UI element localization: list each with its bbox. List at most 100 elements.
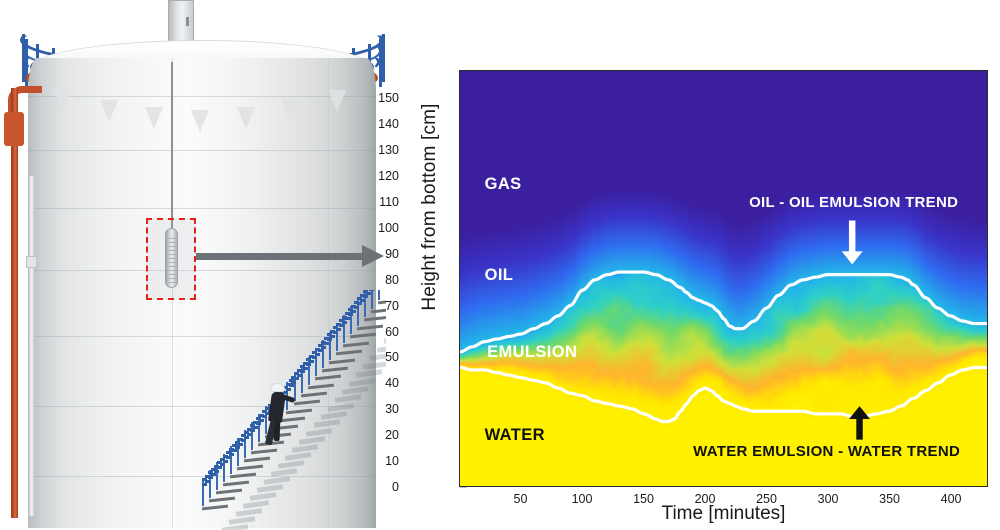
y-tick-label: 60 [385,324,399,339]
stair-handrail-segment [303,366,309,370]
stair-handrail-segment [309,354,315,358]
stair-handrail-segment [312,351,318,355]
stair-handrail-segment [202,478,207,481]
y-tick-label: 30 [385,402,399,417]
stair-handrail-segment [306,358,312,362]
stair-tread [208,496,236,503]
stair-baluster [328,331,331,360]
y-tick-label: 120 [378,169,399,184]
stair-handrail-segment [315,347,321,351]
stair-tread [335,349,362,356]
stair-handrail-segment [354,301,360,305]
stair-handrail-segment [369,290,375,291]
stair-handrail-segment [297,373,303,377]
region-label-oil: OIL [484,265,514,284]
stair-handrail-segment [321,340,327,344]
stair-handrail-segment [264,411,270,415]
stair-tread [321,366,348,373]
stair-handrail-segment [258,413,264,417]
stair-handrail-segment [315,352,321,356]
stair-handrail-segment [222,454,228,458]
stair-handrail-segment [363,295,369,299]
stair-baluster [342,314,345,343]
spiral-staircase [196,290,386,530]
stair-handrail-segment [234,441,240,445]
stair-handrail-segment [288,384,294,388]
region-label-gas: GAS [484,174,522,193]
sensor-highlight-box [146,218,196,300]
y-tick-label: 10 [385,454,399,469]
y-tick-label: 40 [385,376,399,391]
stair-shadow [228,516,256,525]
tank-shell [28,58,376,528]
stair-tread [293,400,320,406]
y-tick-label: 50 [385,350,399,365]
wind-girder-bracket [328,89,347,112]
stair-handrail-segment [285,382,291,386]
stair-handrail-segment [324,336,330,340]
stair-handrail-segment [210,468,216,471]
stair-handrail-segment [219,457,225,461]
stair-handrail-segment [297,368,303,372]
y-tick-label: 20 [385,428,399,443]
x-tick-label: 50 [513,492,528,506]
stair-handrail-segment [327,338,333,342]
stair-handrail-segment [303,361,309,365]
stair-baluster [258,414,261,443]
stair-shadow [334,394,361,404]
stair-baluster [370,290,373,309]
x-tick-label: 300 [817,492,839,506]
y-tick-label: 80 [385,272,399,287]
orange-standpipe [11,88,18,518]
stair-handrail-segment [357,297,363,301]
stair-handrail-segment [213,469,219,473]
stair-baluster [265,406,268,435]
stair-handrail-segment [324,341,330,345]
stair-handrail-segment [351,309,357,313]
y-tick-label: 130 [378,143,399,158]
stair-shadow [242,500,270,510]
stair-baluster [378,290,380,300]
stair-baluster [251,422,254,451]
stair-handrail-segment [202,483,207,486]
x-tick-label: 100 [571,492,593,506]
stair-handrail-segment [333,326,339,330]
stair-handrail-segment [237,437,243,441]
tank-plate-seam [28,96,376,97]
sensor-probe [165,228,178,288]
tank-plate-seam [28,406,376,407]
stair-baluster [314,348,317,377]
stair-handrail-segment [258,418,264,422]
stair-tread [215,488,243,495]
tank-plate-seam [28,336,376,337]
wind-girder-bracket [99,100,118,123]
stair-handrail-segment [309,359,315,363]
stair-handrail-segment [354,306,360,310]
stair-shadow [299,436,326,445]
stair-handrail-segment [363,290,369,294]
white-standpipe [29,176,34,516]
stair-baluster [349,306,352,335]
stair-shadow [327,403,354,412]
stair-baluster [244,430,247,459]
stair-tread [279,416,306,423]
stair-handrail-segment [294,372,300,376]
y-tick-label: 90 [385,246,399,261]
y-tick-label: 110 [379,195,399,210]
stair-handrail-segment [333,331,339,335]
stair-handrail-segment [204,479,210,483]
orange-pipe-fitting [4,112,24,146]
stair-handrail-segment [240,439,246,443]
stair-handrail-segment [234,446,240,450]
stair-handrail-segment [216,466,222,470]
handrail-post [378,39,382,88]
x-tick-label: 200 [694,492,716,506]
stair-handrail-segment [264,406,270,410]
stair-handrail-segment [249,429,255,433]
stair-baluster [321,340,324,369]
stair-handrail-segment [342,320,348,324]
stair-handrail-segment [339,324,345,328]
stair-baluster [230,446,233,475]
stair-handrail-segment [360,298,366,302]
x-tick-label: 150 [633,492,654,506]
